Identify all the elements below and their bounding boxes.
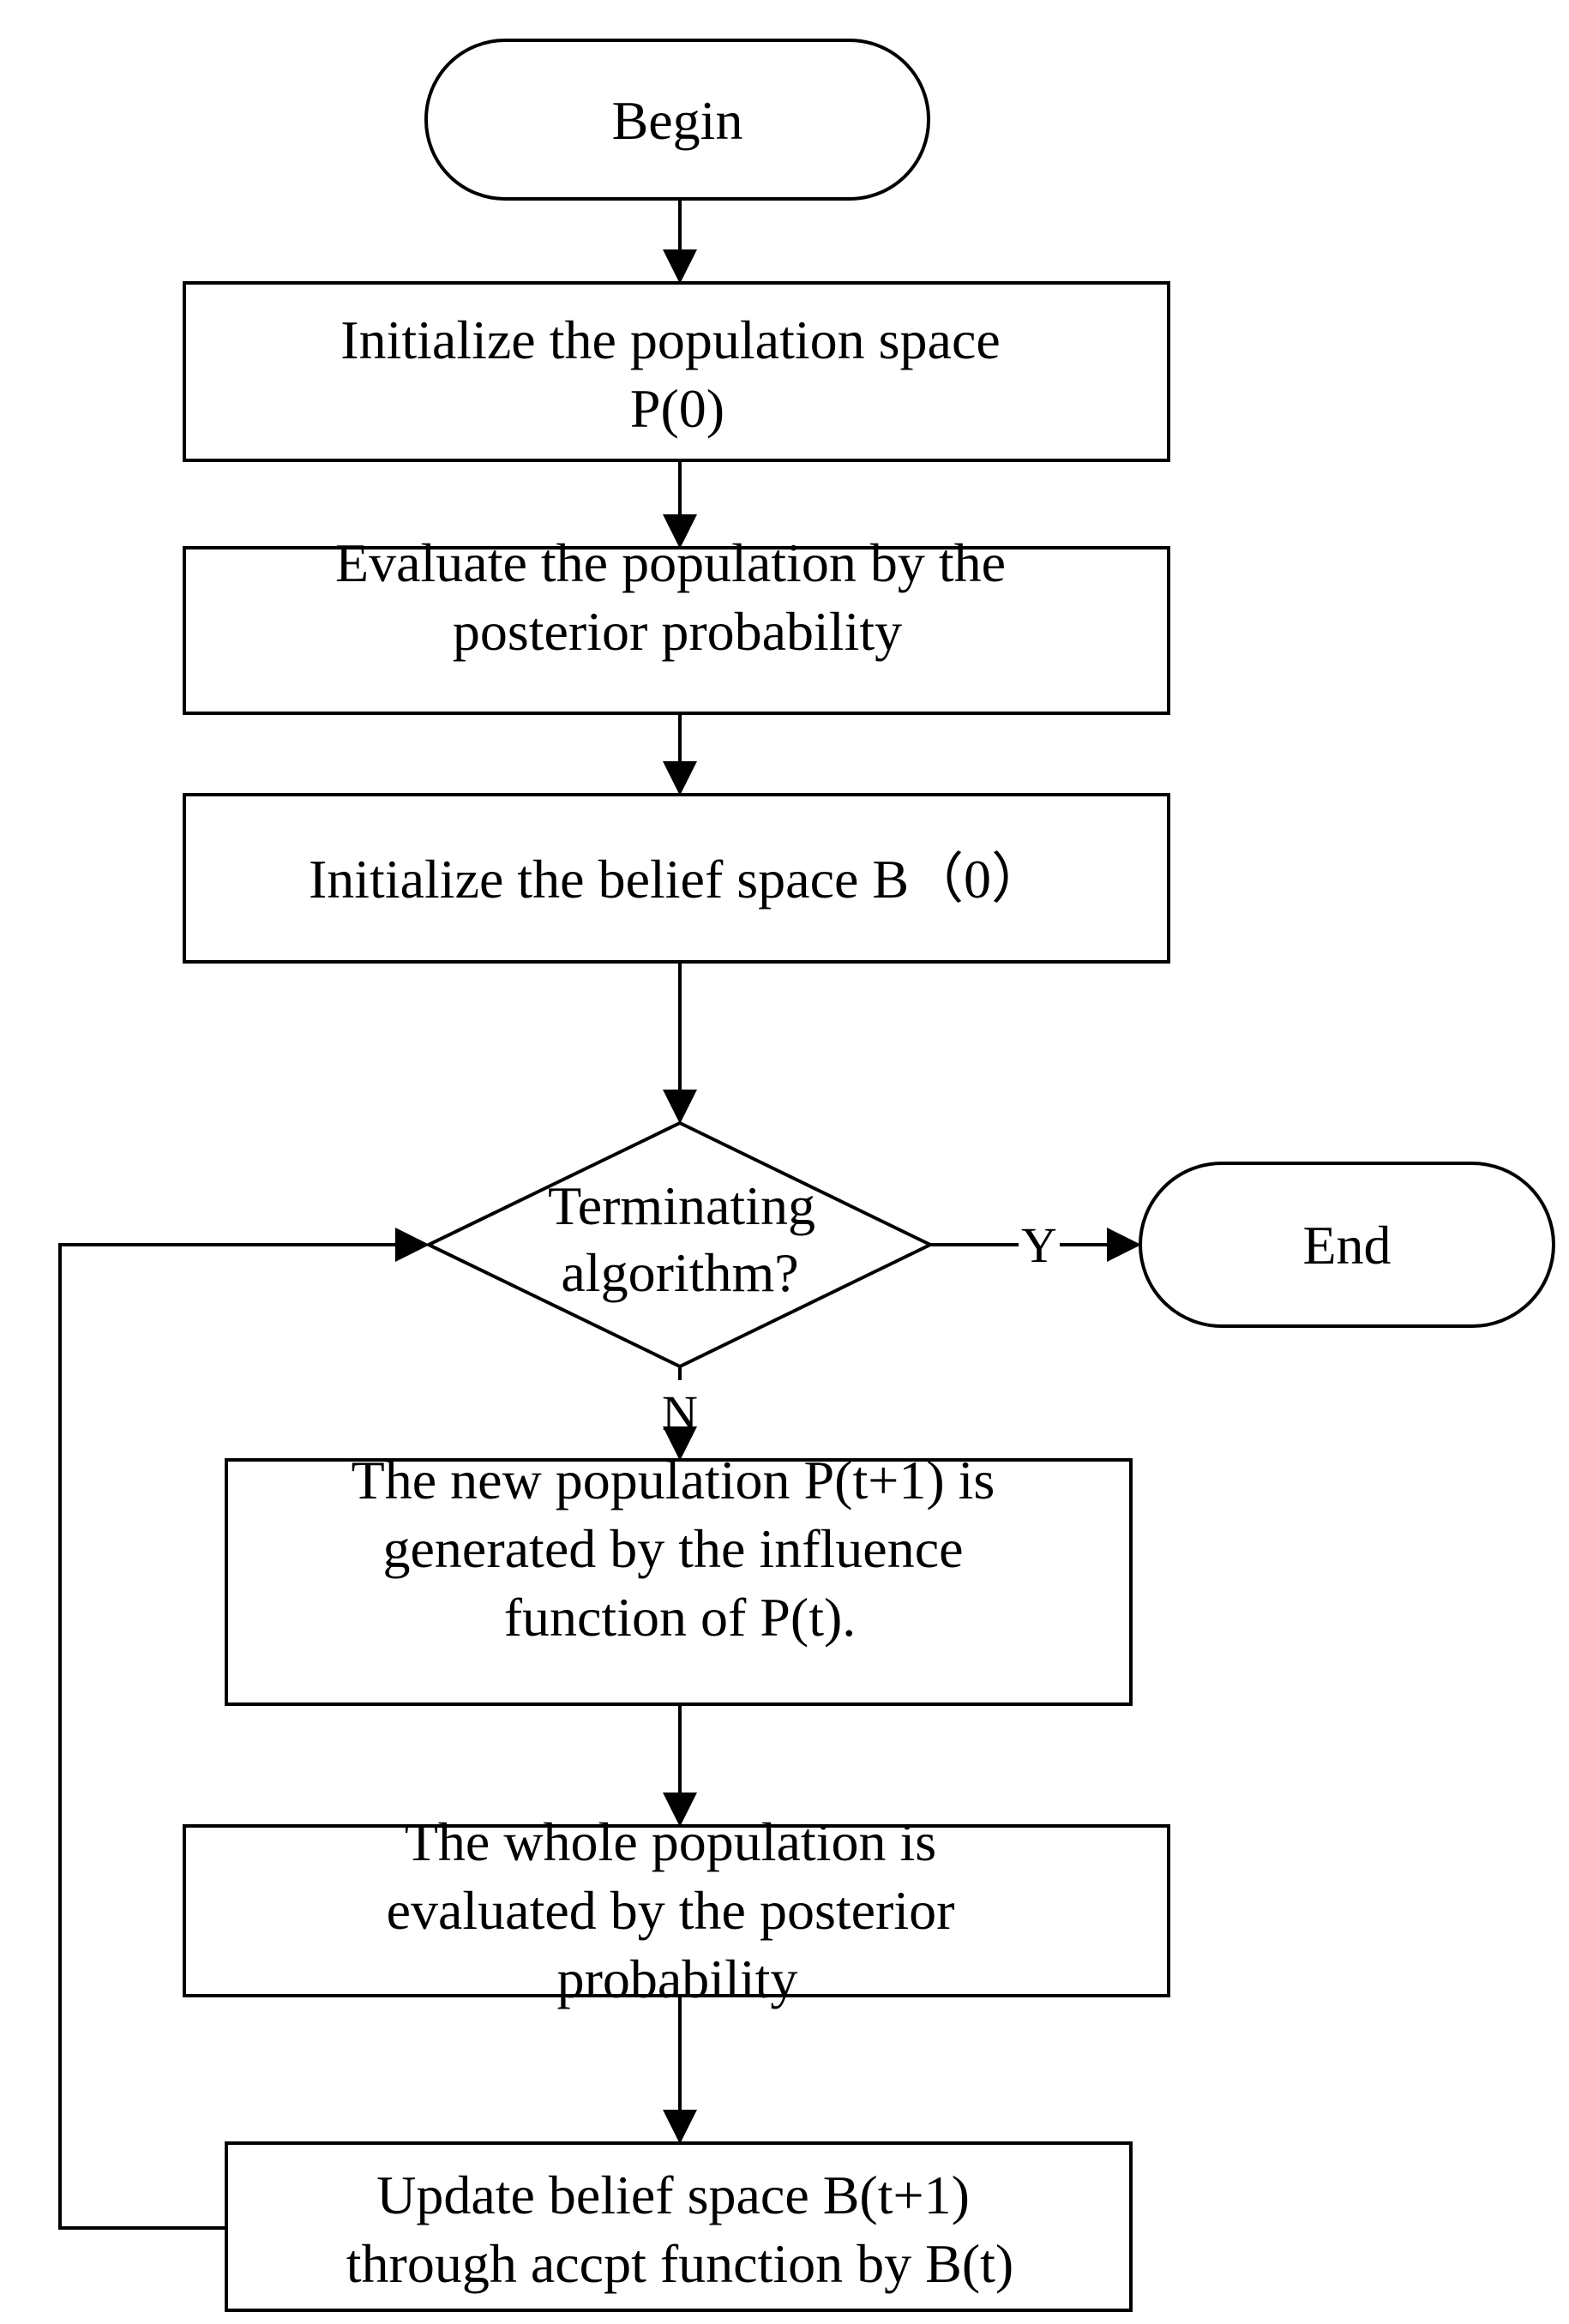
arrow-loop-back-to-decision [58, 1228, 430, 2230]
init-belief-line-1: Initialize the belief space B（0） [309, 849, 1046, 910]
evaluate-whole-box: The whole population is evaluated by the… [183, 1811, 1170, 2009]
init-belief-box: Initialize the belief space B（0） [183, 793, 1170, 964]
svg-text:The new population P(t+1) is: The new population P(t+1) is generated b… [352, 1450, 1009, 1648]
svg-text:The whole population is: The whole population is evaluated by the… [387, 1811, 969, 2009]
decision-line-2: algorithm? [561, 1242, 798, 1303]
evaluate-population-box: Evaluate the population by the posterior… [183, 532, 1170, 715]
update-belief-box: Update belief space B(t+1) through accpt… [225, 2141, 1133, 2312]
evaluate-whole-line-1: The whole population is [405, 1811, 936, 1872]
no-label: N [662, 1385, 698, 1441]
yes-label: Y [1021, 1217, 1057, 1273]
init-population-line-1: Initialize the population space [340, 309, 1001, 370]
svg-text:Evaluate the population by the: Evaluate the population by the posterior… [335, 532, 1019, 662]
svg-text:Update belief space B(t+1): Update belief space B(t+1) through accpt… [346, 2165, 1013, 2294]
begin-terminator: Begin [424, 39, 930, 201]
new-population-line-3: function of P(t). [504, 1587, 857, 1648]
decision-line-1: Terminating [548, 1175, 815, 1236]
evaluate-whole-line-2: evaluated by the posterior [387, 1880, 955, 1941]
svg-text:Initialize the belief space B（: Initialize the belief space B（0） [309, 849, 1046, 910]
update-belief-line-2: through accpt function by B(t) [346, 2233, 1013, 2294]
init-population-box: Initialize the population space P(0) [183, 281, 1170, 462]
new-population-line-1: The new population P(t+1) is [352, 1450, 995, 1510]
new-population-box: The new population P(t+1) is generated b… [225, 1450, 1133, 1706]
update-belief-line-1: Update belief space B(t+1) [376, 2165, 970, 2225]
new-population-line-2: generated by the influence [383, 1518, 964, 1579]
end-terminator: End [1139, 1162, 1555, 1328]
svg-text:Initialize the population spac: Initialize the population space P(0) [340, 309, 1014, 439]
terminate-decision-diamond: Terminating algorithm? [424, 1120, 935, 1369]
init-population-line-2: P(0) [630, 378, 724, 439]
evaluate-whole-line-3: probability [557, 1949, 798, 2009]
evaluate-population-line-1: Evaluate the population by the [335, 532, 1006, 593]
svg-text:Terminating algorithm?: Terminating algorithm? [548, 1175, 829, 1303]
end-label: End [1302, 1215, 1391, 1276]
begin-label: Begin [612, 90, 743, 151]
evaluate-population-line-2: posterior probability [453, 601, 902, 662]
